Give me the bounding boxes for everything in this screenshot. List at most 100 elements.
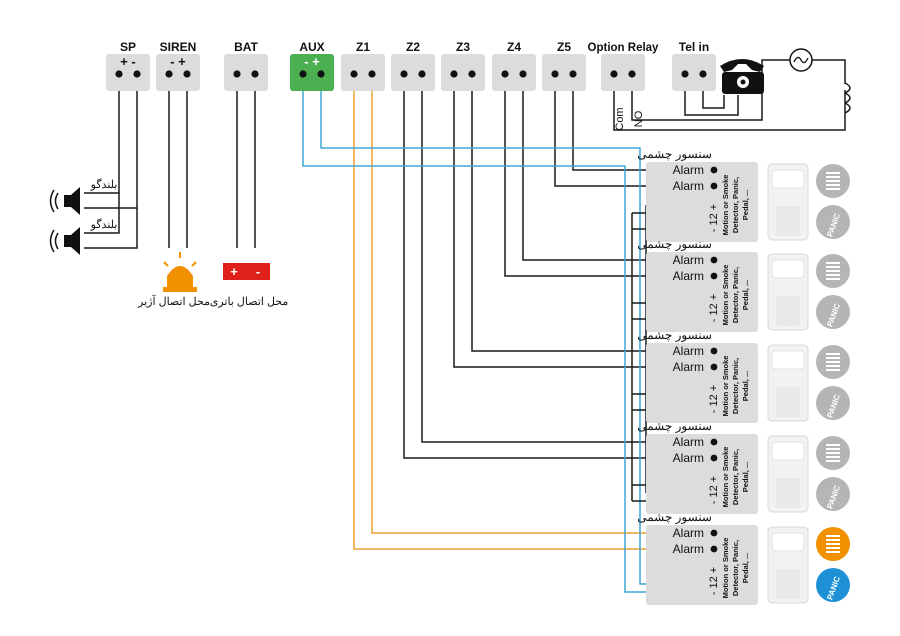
terminal-block-body [542,54,586,91]
power-label: - 12 + [708,204,720,232]
sensor-desc: Motion or Smoke [721,447,730,508]
sensor-desc: Pedal, ... [741,371,750,401]
sensor-terminal-panel [646,525,758,605]
alarm-label: Alarm [673,269,704,283]
terminal-block-z5: Z5 [542,40,586,91]
terminal-pin [299,70,307,78]
panic-icon: PANIC [816,568,850,602]
panic-icon: PANIC [816,205,850,239]
terminal-block-body [601,54,645,91]
speaker-wire [84,208,138,249]
sensor-desc: Pedal, ... [741,553,750,583]
sensor-title: سنسور چشمی [637,328,712,342]
sensor-desc: Motion or Smoke [721,356,730,417]
relay-com-label: Com [614,107,626,130]
lamp-icon [789,48,813,72]
alarm-label: Alarm [673,163,704,177]
terminal-block-body [224,54,268,91]
sensor-desc: Pedal, ... [741,190,750,220]
terminal-pin [368,70,376,78]
motion-detector-icon [767,435,809,513]
alarm-terminal-dot [710,256,718,264]
terminal-block-relay: Option Relay [588,42,660,91]
sensor-desc: Pedal, ... [741,280,750,310]
relay-wire [631,59,790,121]
speaker-icon: بلندگو [49,218,117,255]
speaker-wire [84,74,120,194]
terminal-pin [350,70,358,78]
alarm-terminal-dot [710,529,718,537]
terminal-polarity-siren: - + [170,54,186,69]
zone-wire-z4 [504,74,714,277]
battery-plus: + [230,264,238,279]
sensor-desc: Motion or Smoke [721,538,730,599]
alarm-label: Alarm [673,451,704,465]
terminal-pin [519,70,527,78]
zone-wire-z1 [353,74,714,550]
sensor-terminal-panel [646,162,758,242]
alarm-label: Alarm [673,344,704,358]
terminal-label-z1: Z1 [356,40,370,54]
terminal-block-sp: SP+ - [106,40,150,91]
terminal-label-siren: SIREN [160,40,197,54]
terminal-label-sp: SP [120,40,136,54]
motion-detector-icon [767,526,809,604]
terminal-block-z1: Z1 [341,40,385,91]
alarm-terminal-dot [710,438,718,446]
tel-wire [684,74,739,116]
terminal-block-bat: BAT [224,40,268,91]
terminal-pin [501,70,509,78]
panic-icon: PANIC [816,386,850,420]
sensor-title: سنسور چشمی [637,510,712,524]
sensor-desc: Detector, Panic, [731,177,740,233]
terminal-block-telin: Tel in [672,40,716,91]
terminal-block-siren: SIREN- + [156,40,200,91]
alarm-label: Alarm [673,435,704,449]
sensor-desc: Detector, Panic, [731,449,740,505]
alarm-terminal-dot [710,454,718,462]
zone-wire-z1 [371,74,714,534]
zone-wire-z3 [453,74,714,368]
battery-icon: +- [223,263,270,280]
speaker-label: بلندگو [90,178,118,191]
relay-wire [613,74,846,131]
terminal-block-body [441,54,485,91]
terminal-block-body [492,54,536,91]
detector-symbol-icon [816,254,850,288]
terminal-label-relay: Option Relay [588,42,660,54]
alarm-terminal-dot [710,166,718,174]
alarm-terminal-dot [710,545,718,553]
motion-detector-icon [767,253,809,331]
terminal-pin [628,70,636,78]
terminal-block-z3: Z3 [441,40,485,91]
siren-caption: محل اتصال آژیر [137,295,210,308]
terminal-pin [450,70,458,78]
panic-icon: PANIC [816,477,850,511]
terminal-pin [569,70,577,78]
alarm-label: Alarm [673,253,704,267]
sensor-desc: Detector, Panic, [731,358,740,414]
relay-no-label: NO [633,110,645,127]
speaker-icon: بلندگو [49,178,118,215]
siren-light-icon [163,252,197,292]
terminal-block-body [156,54,200,91]
terminal-block-body [290,54,334,91]
terminal-polarity-sp: + - [120,54,136,69]
terminal-label-aux: AUX [299,40,324,54]
terminal-pin [183,70,191,78]
detector-symbol-icon [816,436,850,470]
terminal-polarity-aux: - + [304,54,320,69]
terminal-block-body [672,54,716,91]
terminal-pin [418,70,426,78]
terminal-pin [610,70,618,78]
sensor-desc: Detector, Panic, [731,540,740,596]
terminal-label-z5: Z5 [557,40,571,54]
sensor-terminal-panel [646,252,758,332]
